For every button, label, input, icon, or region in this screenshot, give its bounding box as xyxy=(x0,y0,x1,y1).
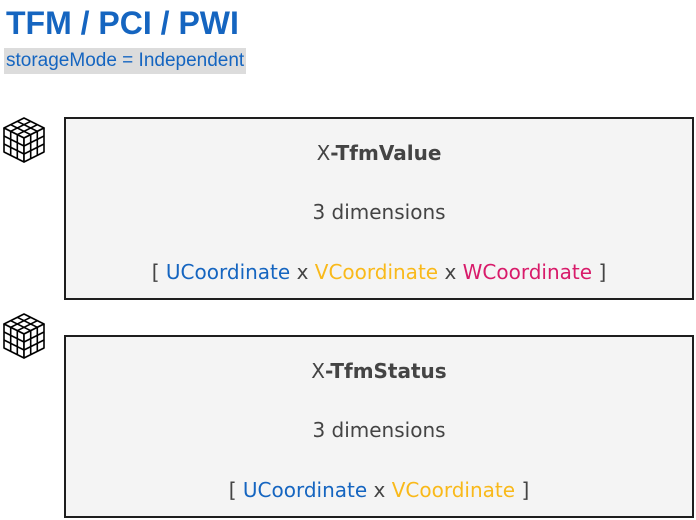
dimension-count: 3 dimensions xyxy=(312,418,446,442)
dim-ucoordinate: UCoordinate xyxy=(242,478,368,502)
dimension-signature: [ UCoordinate x VCoordinate ] xyxy=(228,478,530,502)
cube-icon xyxy=(3,117,45,163)
dim-ucoordinate: UCoordinate xyxy=(165,260,291,284)
dimension-count: 3 dimensions xyxy=(312,200,446,224)
variable-card-tfm-status[interactable]: X-TfmStatus 3 dimensions [ UCoordinate x… xyxy=(64,335,694,518)
variable-name: X-TfmValue xyxy=(316,141,442,165)
variable-name: X-TfmStatus xyxy=(311,359,447,383)
dimension-signature: [ UCoordinate x VCoordinate x WCoordinat… xyxy=(151,260,607,284)
dim-vcoordinate: VCoordinate xyxy=(391,478,516,502)
dim-wcoordinate: WCoordinate xyxy=(462,260,593,284)
cube-icon xyxy=(3,313,45,359)
variable-card-tfm-value[interactable]: X-TfmValue 3 dimensions [ UCoordinate x … xyxy=(64,117,694,300)
page-title: TFM / PCI / PWI xyxy=(6,5,239,41)
storage-mode-label: storageMode = Independent xyxy=(4,48,247,74)
dim-vcoordinate: VCoordinate xyxy=(314,260,439,284)
